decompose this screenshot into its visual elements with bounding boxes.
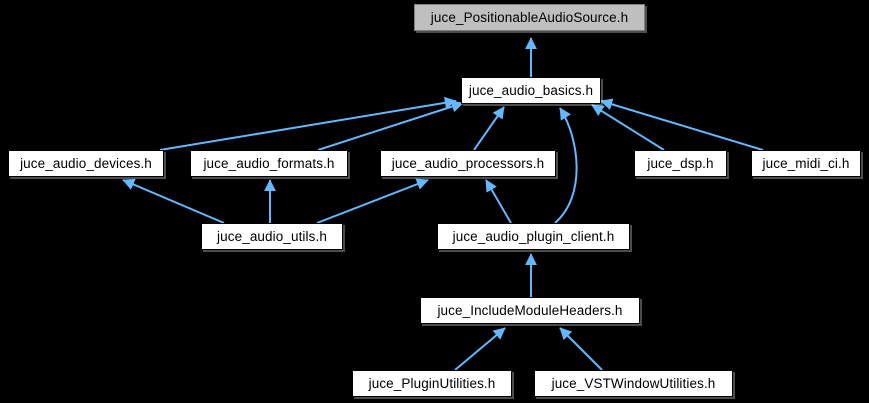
- graph-node-label: juce_PluginUtilities.h: [368, 375, 496, 391]
- graph-node-audio_plugin_client[interactable]: juce_audio_plugin_client.h: [437, 223, 630, 250]
- graph-edge-vst_window_utilities-to-include_module_headers: [559, 327, 603, 371]
- graph-node-label: juce_VSTWindowUtilities.h: [551, 375, 716, 391]
- graph-edge-audio_formats-to-audio_basics: [317, 100, 464, 151]
- graph-edge-plugin_utilities-to-include_module_headers: [454, 327, 506, 371]
- graph-edge-midi_ci-to-audio_basics: [600, 98, 764, 151]
- graph-node-label: juce_midi_ci.h: [762, 155, 850, 171]
- graph-node-positionable_audio_source[interactable]: juce_PositionableAudioSource.h: [414, 4, 645, 31]
- graph-node-midi_ci[interactable]: juce_midi_ci.h: [751, 150, 861, 177]
- graph-node-label: juce_audio_basics.h: [468, 82, 594, 98]
- graph-node-audio_basics[interactable]: juce_audio_basics.h: [461, 77, 601, 104]
- graph-node-include_module_headers[interactable]: juce_IncludeModuleHeaders.h: [420, 297, 640, 324]
- graph-node-audio_formats[interactable]: juce_audio_formats.h: [190, 150, 348, 177]
- graph-edge-audio_plugin_client-to-audio_processors: [485, 179, 512, 224]
- graph-node-audio_processors[interactable]: juce_audio_processors.h: [380, 150, 556, 177]
- graph-edge-audio_plugin_client-to-audio_basics: [554, 107, 578, 224]
- graph-node-label: juce_audio_processors.h: [391, 155, 545, 171]
- graph-node-label: juce_audio_formats.h: [203, 155, 335, 171]
- graph-node-label: juce_audio_plugin_client.h: [452, 228, 615, 244]
- graph-edge-audio_utils-to-audio_devices: [122, 178, 225, 224]
- graph-node-label: juce_dsp.h: [647, 155, 714, 171]
- graph-node-label: juce_PositionableAudioSource.h: [430, 9, 629, 25]
- graph-edge-audio_devices-to-audio_basics: [159, 96, 457, 151]
- graph-edge-audio_processors-to-audio_basics: [473, 106, 505, 151]
- graph-node-label: juce_audio_utils.h: [217, 228, 327, 244]
- graph-node-label: juce_IncludeModuleHeaders.h: [437, 302, 623, 318]
- graph-node-vst_window_utilities[interactable]: juce_VSTWindowUtilities.h: [534, 370, 733, 397]
- graph-node-dsp[interactable]: juce_dsp.h: [634, 150, 727, 177]
- graph-node-label: juce_audio_devices.h: [20, 155, 152, 171]
- graph-edge-audio_utils-to-audio_processors: [316, 178, 429, 224]
- graph-node-plugin_utilities[interactable]: juce_PluginUtilities.h: [352, 370, 512, 397]
- graph-node-audio_devices[interactable]: juce_audio_devices.h: [8, 150, 164, 177]
- graph-node-audio_utils[interactable]: juce_audio_utils.h: [201, 223, 343, 250]
- graph-edge-dsp-to-audio_basics: [591, 104, 665, 151]
